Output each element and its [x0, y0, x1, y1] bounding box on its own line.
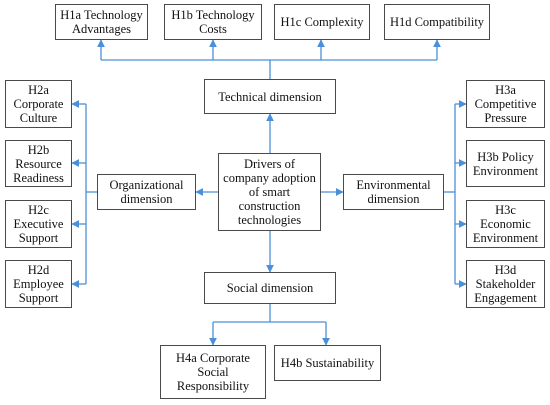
h1c-complexity-node: H1c Complexity [274, 4, 370, 40]
technical-dimension-node: Technical dimension [204, 79, 336, 114]
h2a-corporate-culture-node: H2a Corporate Culture [5, 80, 72, 128]
h4a-corporate-social-responsibility-node: H4a Corporate Social Responsibility [160, 345, 266, 399]
h2c-executive-support-node: H2c Executive Support [5, 200, 72, 248]
organizational-dimension-node: Organizational dimension [97, 174, 196, 210]
environmental-dimension-node: Environmental dimension [343, 174, 444, 210]
h2d-employee-support-node: H2d Employee Support [5, 260, 72, 308]
h2b-resource-readiness-node: H2b Resource Readiness [5, 140, 72, 187]
social-dimension-node: Social dimension [204, 272, 336, 304]
h4b-sustainability-node: H4b Sustainability [274, 345, 381, 381]
h3b-policy-environment-node: H3b Policy Environment [466, 140, 545, 187]
h3a-competitive-pressure-node: H3a Competitive Pressure [466, 80, 545, 128]
h1b-technology-costs-node: H1b Technology Costs [164, 4, 262, 40]
center-node-drivers: Drivers of company adoption of smart con… [218, 153, 321, 231]
h1d-compatibility-node: H1d Compatibility [384, 4, 490, 40]
h3d-stakeholder-engagement-node: H3d Stakeholder Engagement [466, 260, 545, 308]
h3c-economic-environment-node: H3c Economic Environment [466, 200, 545, 248]
h1a-technology-advantages-node: H1a Technology Advantages [55, 4, 148, 40]
